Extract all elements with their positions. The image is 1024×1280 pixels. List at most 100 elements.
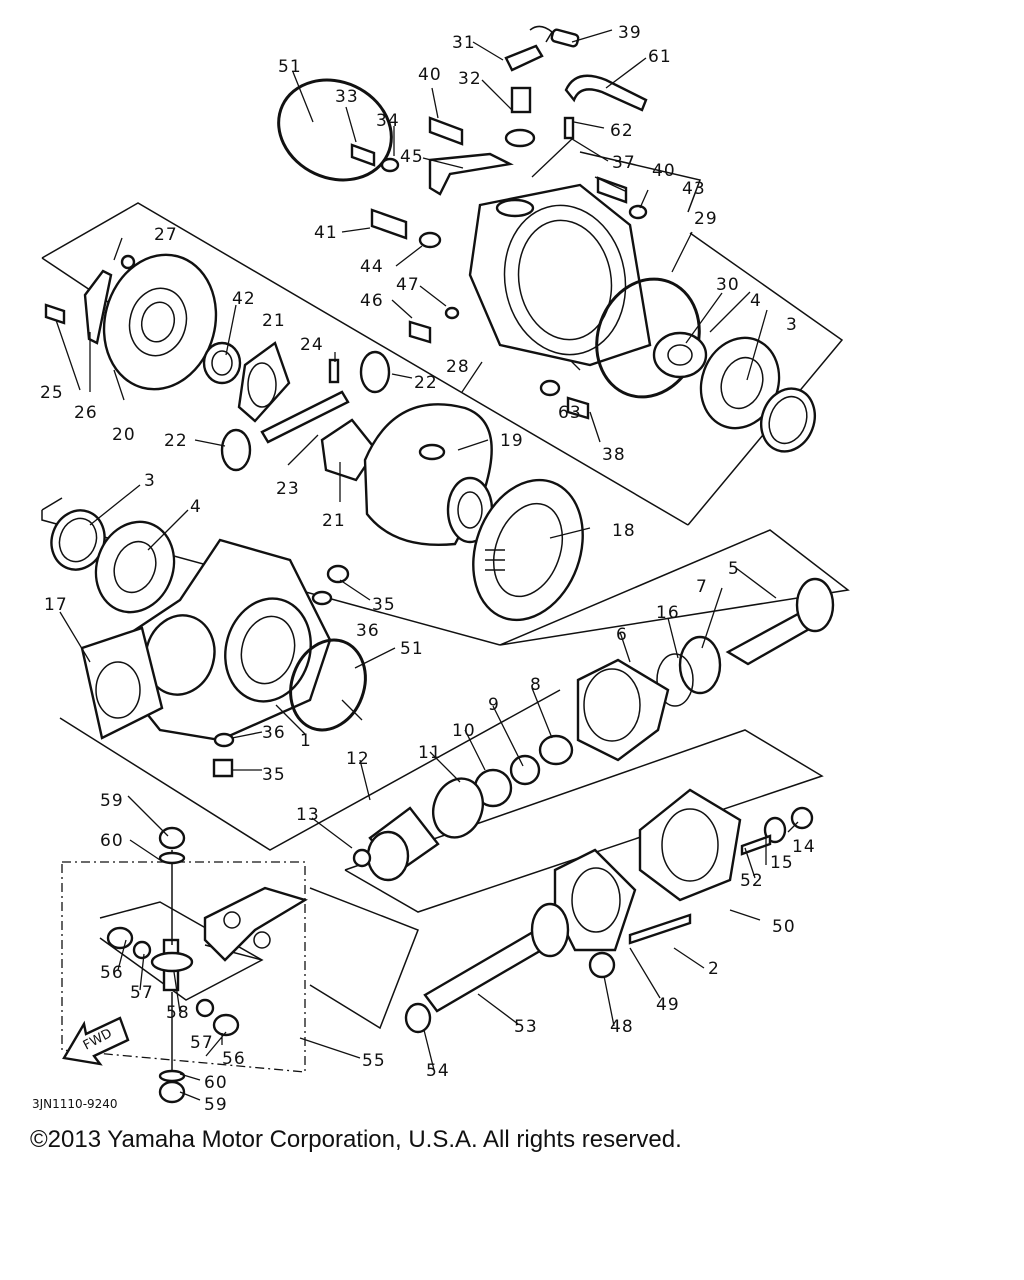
callout-58: 58 <box>166 1003 190 1023</box>
spring-42 <box>202 341 242 385</box>
callout-59-lower: 59 <box>204 1095 228 1110</box>
callout-54: 54 <box>426 1061 450 1081</box>
callout-24: 24 <box>300 335 324 355</box>
callout-51-lower: 51 <box>400 639 424 659</box>
callout-40: 40 <box>418 65 442 85</box>
callout-11: 11 <box>418 743 442 763</box>
callout-46: 46 <box>360 291 384 311</box>
seal-11 <box>432 777 484 839</box>
side-gear-21-upper <box>237 341 291 423</box>
callout-8: 8 <box>530 675 542 695</box>
callout-45: 45 <box>400 147 424 167</box>
callout-55: 55 <box>362 1051 386 1071</box>
callout-42: 42 <box>232 289 256 309</box>
callout-13: 13 <box>296 805 320 825</box>
callout-41: 41 <box>314 223 338 243</box>
callout-60-lower: 60 <box>204 1073 228 1093</box>
callout-56-lower: 56 <box>222 1049 246 1069</box>
callout-35-lower: 35 <box>262 765 286 785</box>
callout-44: 44 <box>360 257 384 277</box>
bearing-housing-6 <box>576 658 670 762</box>
copyright-notice: ©2013 Yamaha Motor Corporation, U.S.A. A… <box>30 1126 682 1153</box>
nut-stud-14-15-52 <box>740 806 814 856</box>
callout-36-lower: 36 <box>262 723 286 743</box>
callout-48: 48 <box>610 1017 634 1037</box>
breather-assembly <box>504 25 648 148</box>
callout-52: 52 <box>740 871 764 891</box>
bolts-top <box>350 116 648 344</box>
callout-30: 30 <box>716 275 740 295</box>
callout-29: 29 <box>694 209 718 229</box>
callout-33: 33 <box>335 87 359 107</box>
callout-18: 18 <box>612 521 636 541</box>
callout-62: 62 <box>610 121 634 141</box>
callout-37: 37 <box>612 153 636 173</box>
callout-32: 32 <box>458 69 482 89</box>
callout-21-lower: 21 <box>322 511 346 531</box>
callout-labels: 31 39 61 51 33 40 32 34 62 45 37 40 43 4… <box>40 23 816 1110</box>
callout-47: 47 <box>396 275 420 295</box>
callout-26: 26 <box>74 403 98 423</box>
callout-43: 43 <box>682 179 706 199</box>
gasket-51-top <box>277 78 393 182</box>
fwd-arrow: FWD <box>62 1016 130 1066</box>
callout-15: 15 <box>770 853 794 873</box>
pinion-shaft-23 <box>260 358 350 444</box>
callout-57: 57 <box>130 983 154 1003</box>
o-ring-51-lower <box>289 638 367 732</box>
gear-case-1 <box>118 538 332 742</box>
callout-25: 25 <box>40 383 64 403</box>
universal-joint-55 <box>106 826 308 1104</box>
callout-16: 16 <box>656 603 680 623</box>
cover-20 <box>44 253 218 391</box>
ring-gear-18 <box>472 478 584 622</box>
callout-59: 59 <box>100 791 124 811</box>
callout-22-lower: 22 <box>164 431 188 451</box>
callout-27: 27 <box>154 225 178 245</box>
callout-9: 9 <box>488 695 500 715</box>
drive-flange-50 <box>638 788 742 902</box>
exploded-parts-diagram: FWD 31 39 61 51 33 40 32 34 62 45 37 40 … <box>32 23 850 1110</box>
callout-51: 51 <box>278 57 302 77</box>
callout-19: 19 <box>500 431 524 451</box>
callout-49: 49 <box>656 995 680 1015</box>
callout-21: 21 <box>262 311 286 331</box>
diagram-code: 3JN1110-9240 <box>32 1097 118 1110</box>
callout-10: 10 <box>452 721 476 741</box>
callout-4: 4 <box>750 291 762 311</box>
callout-22: 22 <box>414 373 438 393</box>
callout-14: 14 <box>792 837 816 857</box>
drive-shaft-5 <box>725 577 835 666</box>
callout-50: 50 <box>772 917 796 937</box>
callout-40-right: 40 <box>652 161 676 181</box>
differential-housing-19 <box>363 403 494 546</box>
callout-39: 39 <box>618 23 642 43</box>
callout-12: 12 <box>346 749 370 769</box>
callout-60: 60 <box>100 831 124 851</box>
bearing-4-left <box>94 520 176 614</box>
callout-57-lower: 57 <box>190 1033 214 1053</box>
circlip-54 <box>404 1002 432 1034</box>
callout-17: 17 <box>44 595 68 615</box>
callout-53: 53 <box>514 1017 538 1037</box>
callout-1: 1 <box>300 731 312 751</box>
collars-8-9-10 <box>473 734 574 808</box>
callout-6: 6 <box>616 625 628 645</box>
callout-28: 28 <box>446 357 470 377</box>
callout-20: 20 <box>112 425 136 445</box>
callout-34: 34 <box>376 111 400 131</box>
callout-3: 3 <box>786 315 798 335</box>
callout-4-left: 4 <box>190 497 202 517</box>
callout-23: 23 <box>276 479 300 499</box>
callout-7: 7 <box>696 577 708 597</box>
plugs-35-36 <box>212 564 350 778</box>
gasket-17 <box>80 626 164 740</box>
pinion-gears-22 <box>220 350 391 472</box>
pinion-shaft-53 <box>423 902 570 1013</box>
bearing-7-ring-16 <box>656 635 722 707</box>
gear-30 <box>652 331 708 379</box>
callout-56: 56 <box>100 963 124 983</box>
callout-38: 38 <box>602 445 626 465</box>
callout-2: 2 <box>708 959 720 979</box>
callout-35: 35 <box>372 595 396 615</box>
